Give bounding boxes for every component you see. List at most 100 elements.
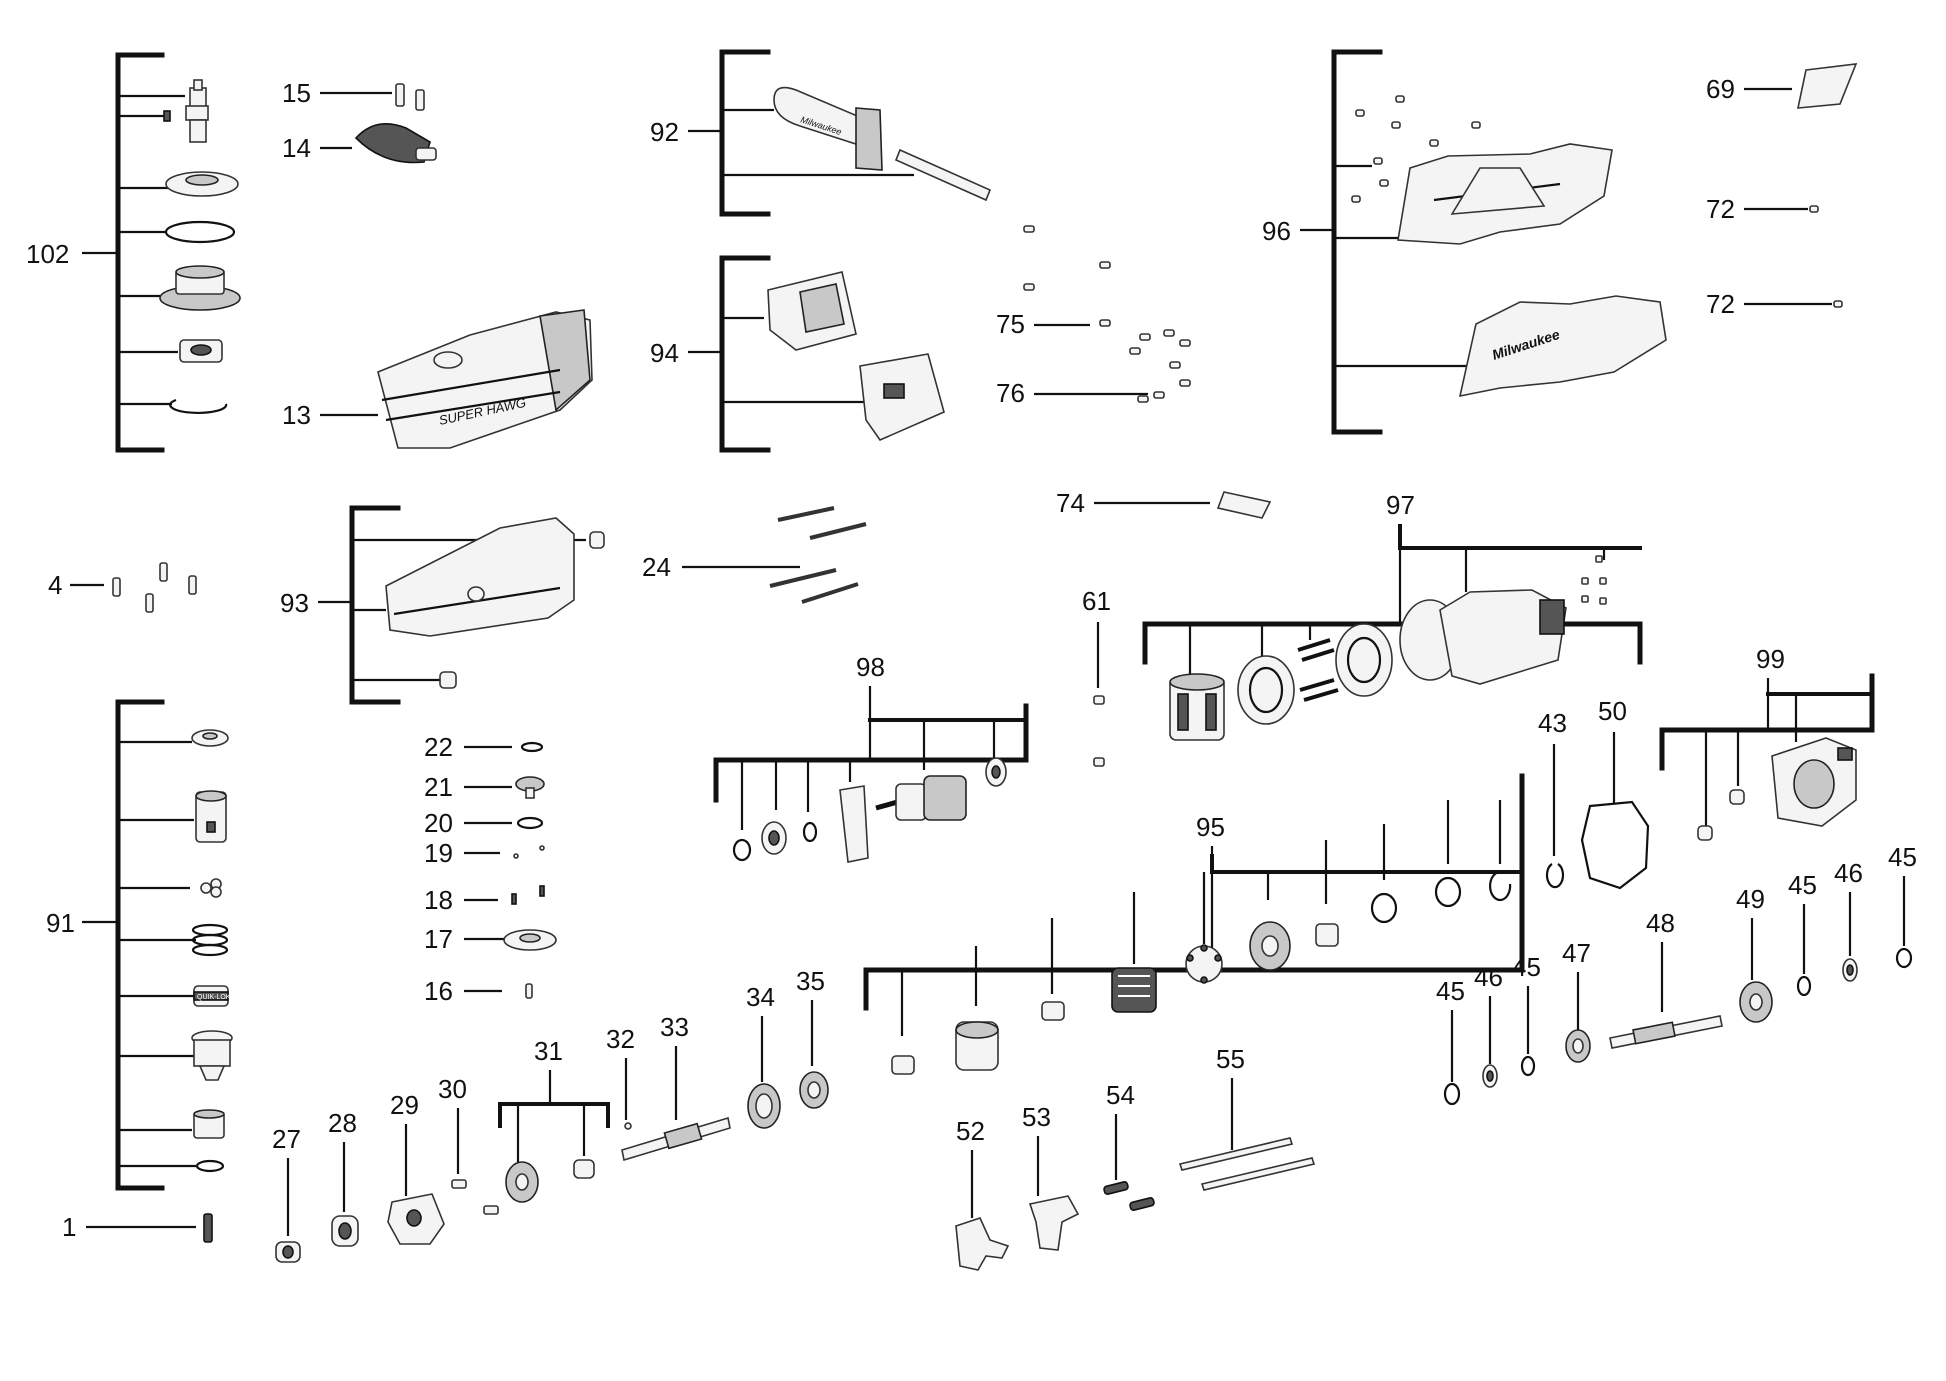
callout-50: 50 — [1598, 696, 1627, 726]
callout-15-screws: 15 — [282, 78, 425, 111]
ball-part — [200, 878, 222, 898]
gear-retaining-ring-part — [1489, 870, 1512, 902]
callout-46a: 46 — [1474, 962, 1503, 992]
group-93-gear-case-assembly: 93 — [280, 505, 605, 705]
callout-35: 35 — [796, 966, 825, 996]
callout-45-washer-a: 45 — [1436, 976, 1465, 1106]
housing-bushing-part — [1697, 825, 1713, 841]
callout-99: 99 — [1756, 644, 1785, 674]
gear-flat-washer-part — [1434, 876, 1462, 908]
group-97-field-assembly: 97 — [1142, 490, 1643, 741]
callout-69-label-part: 69 — [1706, 63, 1858, 109]
callout-91: 91 — [46, 908, 75, 938]
key-part — [163, 110, 171, 122]
callout-43-ring: 43 — [1538, 708, 1567, 889]
callout-98: 98 — [856, 652, 885, 682]
o-ring-part — [164, 220, 236, 244]
bushing-part — [439, 671, 457, 689]
ball-bearing-part — [179, 339, 223, 363]
callout-17: 17 — [424, 924, 453, 954]
callouts-75-76-screws: 75 76 — [996, 225, 1191, 408]
callout-29-plate: 29 — [387, 1090, 445, 1245]
callout-28: 28 — [328, 1108, 357, 1138]
callout-48: 48 — [1646, 908, 1675, 938]
callout-15: 15 — [282, 78, 311, 108]
callout-95: 95 — [1196, 812, 1225, 842]
field-coil-part — [1169, 673, 1225, 741]
washer-part — [165, 171, 239, 197]
callout-61: 61 — [1082, 586, 1111, 616]
callout-46-bearing-a: 46 — [1474, 962, 1503, 1088]
group-98-armature-assembly: 98 — [713, 652, 1029, 863]
retaining-ring-part — [169, 398, 228, 414]
callout-24: 24 — [642, 552, 671, 582]
callout-54-springs: 54 — [1103, 1080, 1155, 1211]
callout-33: 33 — [660, 1012, 689, 1042]
callout-13-gear-case: 13 SUPER HAWG — [282, 309, 593, 449]
callout-43: 43 — [1538, 708, 1567, 738]
callout-55: 55 — [1216, 1044, 1245, 1074]
armature-part — [875, 775, 967, 821]
chuck-o-ring-part — [195, 1159, 225, 1173]
callout-4: 4 — [48, 570, 62, 600]
callout-32: 32 — [606, 1024, 635, 1054]
callout-97: 97 — [1386, 490, 1415, 520]
callout-69: 69 — [1706, 74, 1735, 104]
chuck-bushing-part — [193, 1109, 225, 1139]
gear-thrust-washer-part — [1370, 892, 1398, 924]
group-91-chuck-assembly: 91 QUIK-LOK — [46, 699, 233, 1191]
group-92-side-handle: 92 Milwaukee — [650, 49, 992, 217]
callout-30: 30 — [438, 1074, 467, 1104]
callout-72b: 72 — [1706, 289, 1735, 319]
chuck-washer-part — [191, 729, 229, 747]
gasket-part — [1335, 623, 1393, 697]
roller-cage-part — [1185, 944, 1223, 984]
handle-rod-part — [894, 148, 992, 202]
callout-45-washer-b: 45 — [1512, 952, 1541, 1077]
callout-20: 20 — [424, 808, 453, 838]
callout-48-shaft: 48 — [1609, 908, 1723, 1049]
callout-53-shift-fork: 53 — [1022, 1102, 1080, 1251]
chuck-sleeve-part — [195, 790, 227, 843]
callout-33-output-shaft: 33 — [621, 1012, 731, 1162]
callout-72-screws: 72 72 — [1706, 194, 1843, 319]
callout-45a: 45 — [1436, 976, 1465, 1006]
armature-end-bearing-part — [985, 757, 1007, 787]
gear-spacer-part — [1041, 1001, 1065, 1021]
gear-sleeve-part — [1315, 923, 1339, 947]
group-95-gear-train: 95 — [863, 773, 1525, 1075]
callout-45-washer-d: 45 — [1888, 842, 1917, 969]
callout-21: 21 — [424, 772, 453, 802]
group-102-spindle-assembly: 102 — [26, 52, 241, 453]
callout-53: 53 — [1022, 1102, 1051, 1132]
group-94-brush-holder: 94 — [650, 255, 945, 453]
callout-45-washer-c: 45 — [1788, 870, 1817, 997]
needle-bearing-part — [589, 531, 605, 549]
armature-washer-part — [802, 821, 818, 843]
collar-text: QUIK-LOK — [197, 994, 231, 1001]
callout-92: 92 — [650, 117, 679, 147]
callout-74-part: 74 — [1056, 488, 1272, 519]
callout-61-screws: 61 — [1082, 586, 1111, 767]
group-96-motor-housing: 96 Milwaukee — [1262, 49, 1667, 435]
callout-46b: 46 — [1834, 858, 1863, 888]
callout-35-gear: 35 — [796, 966, 829, 1109]
callout-54: 54 — [1106, 1080, 1135, 1110]
callout-102: 102 — [26, 239, 69, 269]
housing-bearing-part — [1729, 789, 1745, 805]
callout-34-ring-gear: 34 — [746, 982, 781, 1129]
callout-14: 14 — [282, 133, 311, 163]
callout-24-screws: 24 — [642, 506, 867, 604]
callout-93: 93 — [280, 588, 309, 618]
callout-49: 49 — [1736, 884, 1765, 914]
callout-31: 31 — [534, 1036, 563, 1066]
motor-frame-part — [1399, 589, 1567, 685]
callout-1: 1 — [62, 1212, 76, 1242]
roller-set-part — [1111, 967, 1157, 1013]
callout-49-gear: 49 — [1736, 884, 1773, 1023]
callout-19: 19 — [424, 838, 453, 868]
callout-52-lever: 52 — [955, 1116, 1010, 1271]
callout-29: 29 — [390, 1090, 419, 1120]
